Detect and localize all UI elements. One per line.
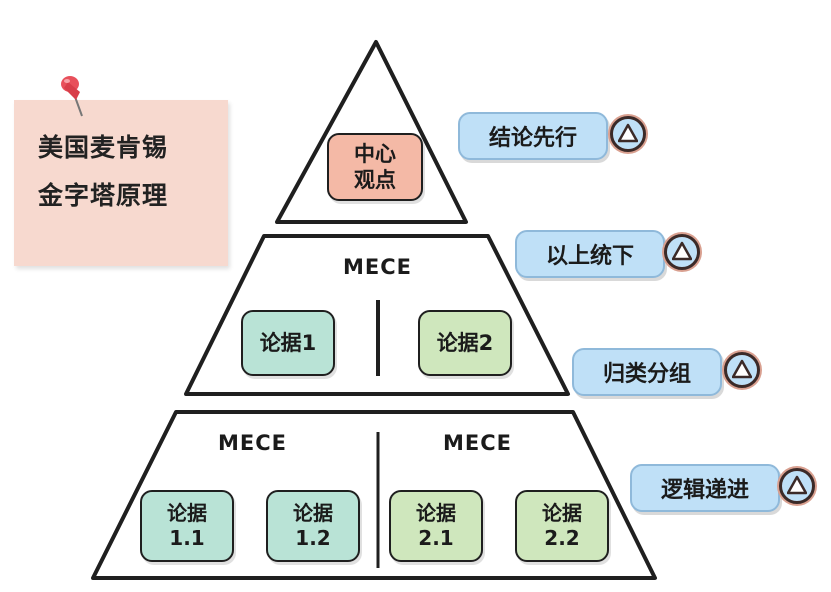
argument-1-2-label: 论据 1.2 xyxy=(293,501,333,550)
argument-2-1-label: 论据 2.1 xyxy=(416,501,456,550)
principle-logical-progression: 逻辑递进 xyxy=(630,464,780,512)
sticky-note xyxy=(14,100,228,266)
principle-top-governs-bottom: 以上统下 xyxy=(515,230,665,278)
principle-conclusion-first: 结论先行 xyxy=(458,112,608,160)
principle-label: 归类分组 xyxy=(602,362,691,387)
triangle-up-icon[interactable] xyxy=(664,234,700,270)
pushpin-icon xyxy=(61,76,83,117)
argument-2-box: 论据2 xyxy=(418,310,512,376)
argument-2-2-box: 论据 2.2 xyxy=(515,490,609,562)
argument-2-label: 论据2 xyxy=(436,330,494,355)
triangle-up-icon[interactable] xyxy=(724,352,760,388)
triangle-up-icon[interactable] xyxy=(779,468,815,504)
principle-label: 以上统下 xyxy=(545,244,634,269)
principle-group-classify: 归类分组 xyxy=(572,348,722,396)
note-title-line1: 美国麦肯锡 xyxy=(38,133,169,162)
core-viewpoint-box: 中心 观点 xyxy=(327,133,423,201)
triangle-up-icon[interactable] xyxy=(610,116,646,152)
argument-1-box: 论据1 xyxy=(241,310,335,376)
pyramid-middle-layer xyxy=(184,234,570,396)
principle-label: 结论先行 xyxy=(488,126,577,151)
argument-2-1-box: 论据 2.1 xyxy=(389,490,483,562)
core-viewpoint-label: 中心 观点 xyxy=(354,141,396,192)
pyramid-top-layer xyxy=(275,40,468,224)
argument-1-1-label: 论据 1.1 xyxy=(167,501,207,550)
middle-mece-label: MECE xyxy=(343,255,412,279)
argument-2-2-label: 论据 2.2 xyxy=(542,501,582,550)
argument-1-1-box: 论据 1.1 xyxy=(140,490,234,562)
argument-1-label: 论据1 xyxy=(259,330,317,355)
principle-label: 逻辑递进 xyxy=(660,478,749,503)
argument-1-2-box: 论据 1.2 xyxy=(266,490,360,562)
note-title-line2: 金字塔原理 xyxy=(38,181,169,210)
pyramid-bottom-layer xyxy=(91,410,657,580)
bottom-right-mece-label: MECE xyxy=(443,431,512,455)
bottom-left-mece-label: MECE xyxy=(218,431,287,455)
